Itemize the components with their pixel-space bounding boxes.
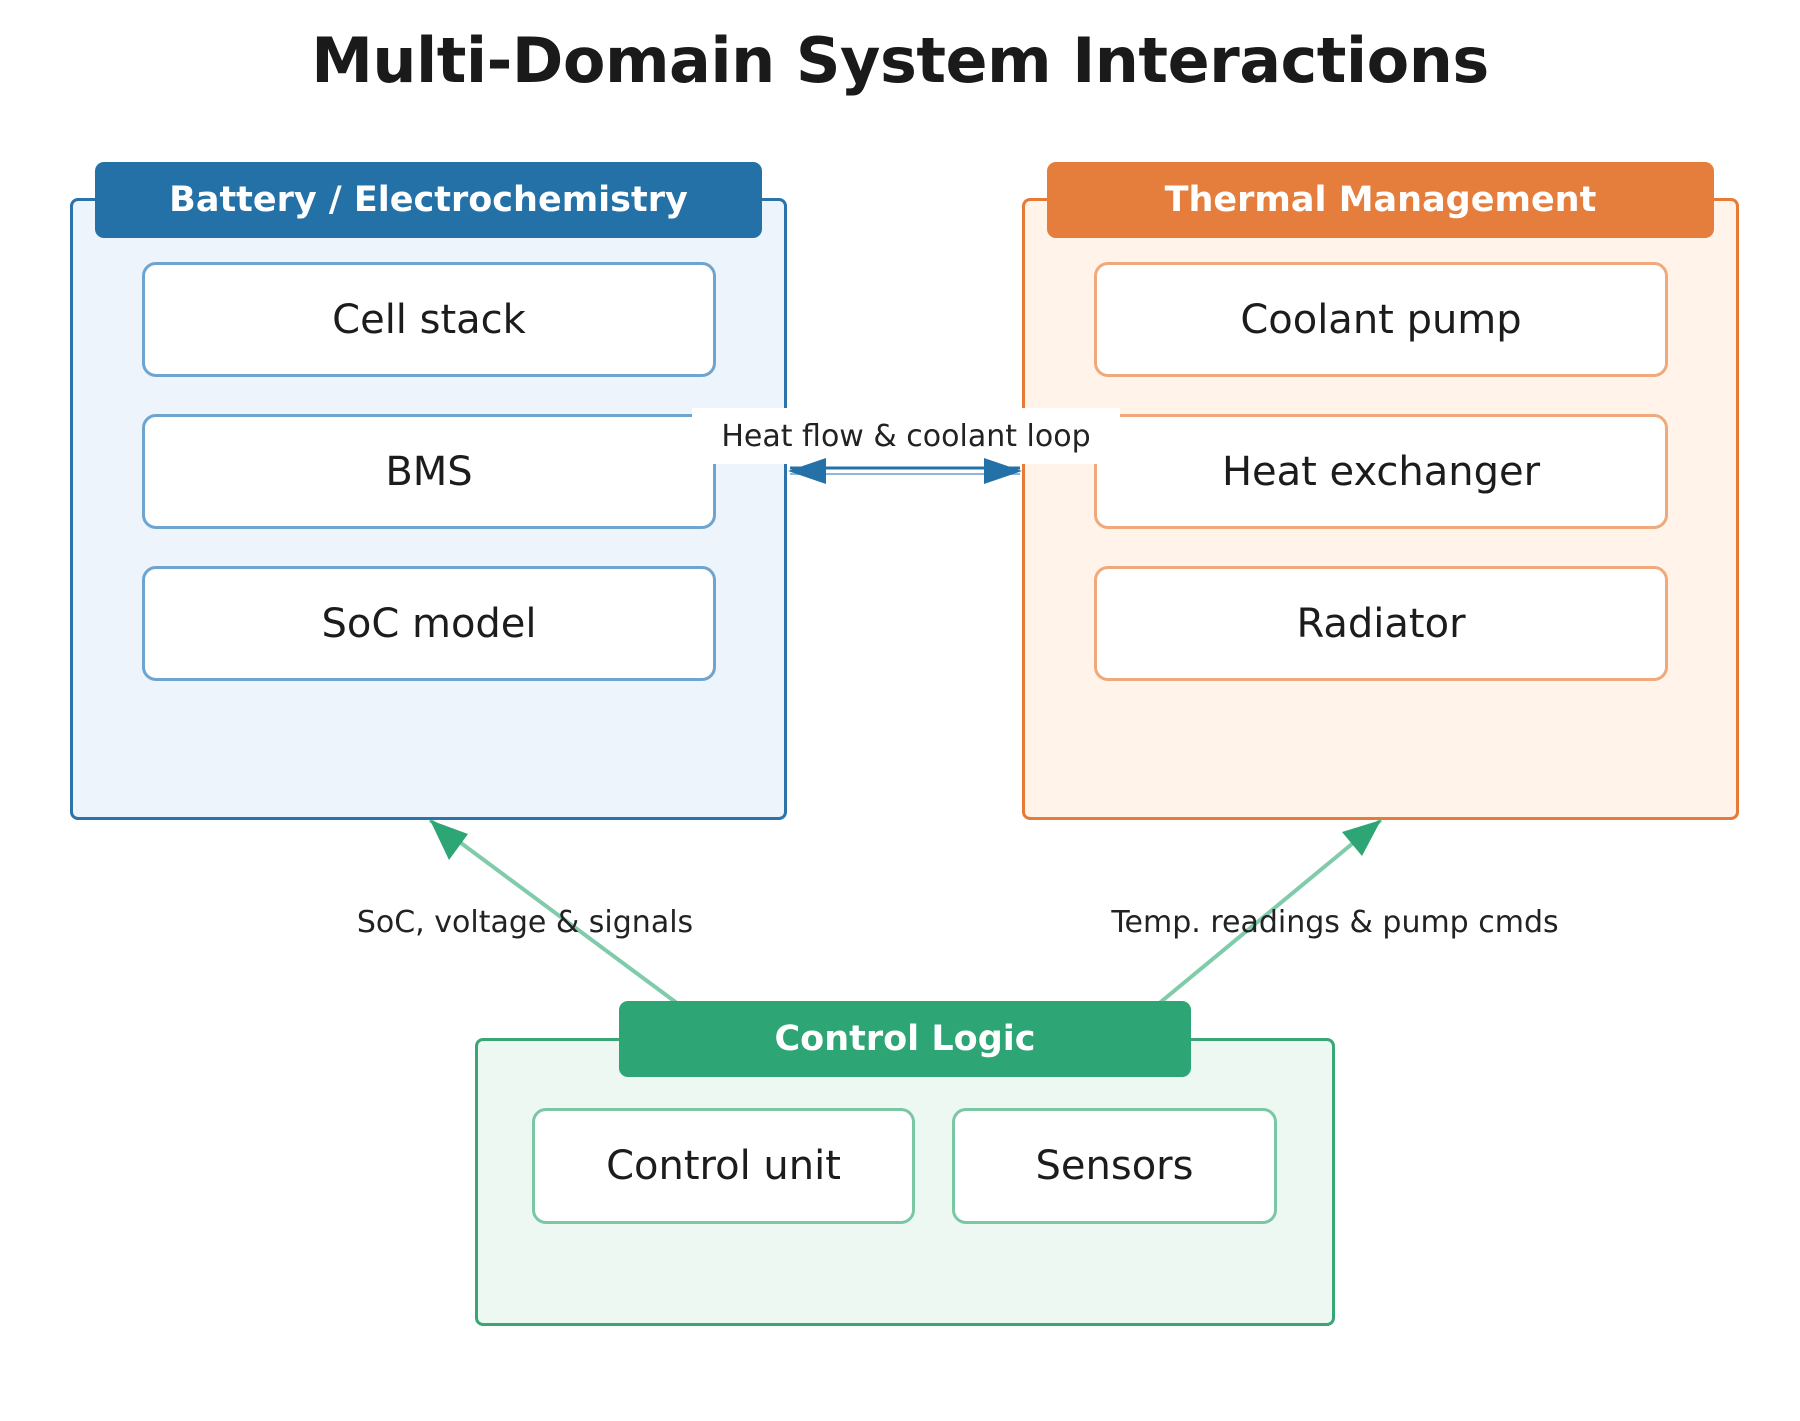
edge-control-battery xyxy=(428,818,695,1017)
arrowhead-icon xyxy=(430,820,468,860)
coolant-pump-node: Coolant pump xyxy=(1094,262,1668,377)
battery-panel-title: Battery / Electrochemistry xyxy=(95,162,762,238)
arrowhead-left-icon xyxy=(788,458,826,484)
temp-readings-label: Temp. readings & pump cmds xyxy=(1111,905,1559,940)
page-title: Multi-Domain System Interactions xyxy=(311,24,1489,97)
arrowhead-icon xyxy=(1342,820,1381,856)
radiator-node: Radiator xyxy=(1094,566,1668,681)
arrowhead-right-icon xyxy=(984,458,1022,484)
heat-flow-label: Heat flow & coolant loop xyxy=(692,408,1120,464)
heat-exchanger-node: Heat exchanger xyxy=(1094,414,1668,529)
soc-signals-label: SoC, voltage & signals xyxy=(356,905,694,940)
control-panel-title: Control Logic xyxy=(619,1001,1191,1077)
soc-model-node: SoC model xyxy=(142,566,716,681)
bms-node: BMS xyxy=(142,414,716,529)
thermal-panel-title: Thermal Management xyxy=(1047,162,1714,238)
cell-stack-node: Cell stack xyxy=(142,262,716,377)
sensors-node: Sensors xyxy=(952,1108,1277,1224)
edge-control-thermal xyxy=(1143,818,1383,1017)
control-unit-node: Control unit xyxy=(532,1108,915,1224)
